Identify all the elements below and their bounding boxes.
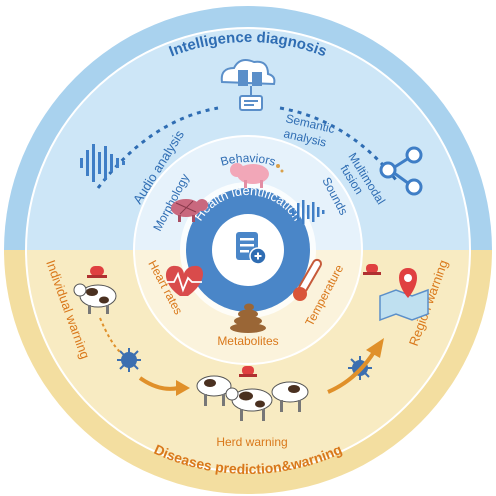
dotted-arrow-individual — [99, 317, 121, 353]
virus-icon-left — [117, 348, 141, 372]
region-map-icon — [379, 268, 429, 322]
pig-morphology-icon — [171, 199, 208, 222]
alarm-icon-individual — [87, 266, 107, 278]
thermometer-icon — [293, 258, 322, 301]
arrow-to-region — [327, 338, 384, 394]
alarm-icon-herd — [239, 366, 257, 377]
metabolites-label: Metabolites — [217, 334, 278, 348]
cloud-server-icon — [220, 59, 276, 111]
alarm-icon-region — [363, 264, 381, 275]
share-network-icon — [379, 146, 423, 196]
health-document-icon — [236, 232, 267, 265]
metabolites-icon — [230, 303, 266, 333]
herd-warning-label: Herd warning — [216, 435, 287, 449]
audio-waveform-icon — [80, 144, 125, 182]
arrow-to-herd — [138, 376, 190, 396]
sound-wave-icon — [292, 200, 325, 224]
heart-rate-icon — [166, 265, 204, 296]
cow-herd-icon — [196, 375, 309, 421]
pig-behavior-icon — [230, 163, 284, 188]
cow-individual-icon — [73, 283, 117, 314]
